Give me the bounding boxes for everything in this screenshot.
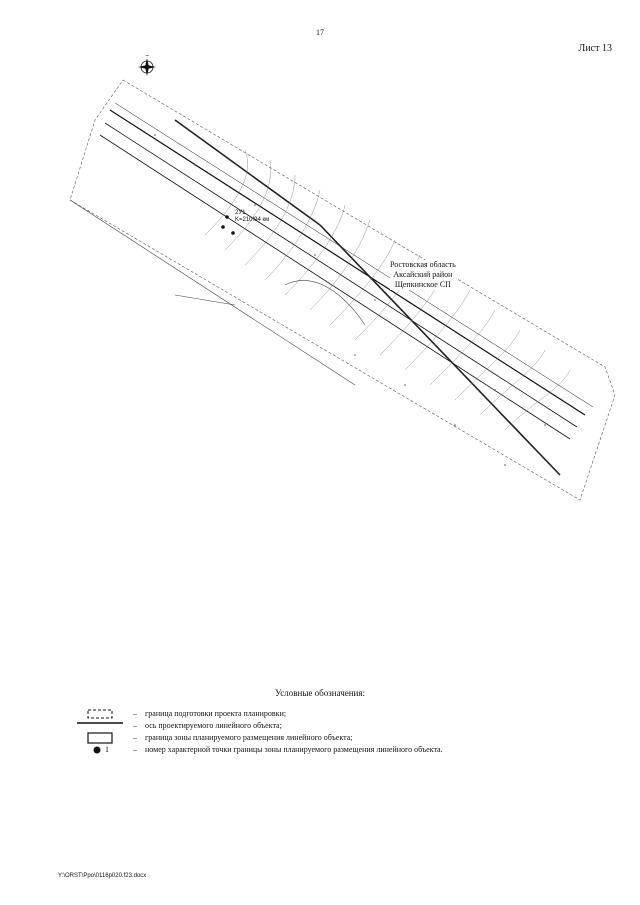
legend-title: Условные обозначения: [274,688,365,698]
region-label: Ростовская область Аксайский район Щепки… [390,260,456,290]
linear-object-corridor [99,102,594,440]
terrain-contours [204,149,571,431]
svg-text:С: С [145,55,149,58]
chainage-label: 2У1 K=210!94 км [235,210,270,223]
legend-item: – граница зоны планируемого размещения л… [75,732,595,744]
sheet-label: Лист 13 [578,43,612,54]
characteristic-points [221,215,235,235]
survey-marks [154,134,546,466]
legend-item: – ось проектируемого линейного объекта; [75,720,595,732]
filled-dot-icon: 1 [75,744,125,756]
compass-rose-icon: С [138,52,156,76]
legend-item: – граница подготовки проекта планировки; [75,708,595,720]
page-number: 17 [316,28,324,37]
dashed-rectangle-icon [75,708,125,720]
site-plan-map: С [55,52,620,505]
planning-boundary [69,79,616,501]
file-path-footer: Y:\ORST\Ppo\0116p020.f23.docx [58,873,147,879]
legend-item: 1 – номер характерной точки границы зоны… [75,744,595,756]
solid-line-icon [75,720,125,732]
project-axis [174,119,561,476]
rectangle-outline-icon [75,732,125,744]
legend: – граница подготовки проекта планировки;… [75,708,595,756]
side-road [69,199,366,386]
